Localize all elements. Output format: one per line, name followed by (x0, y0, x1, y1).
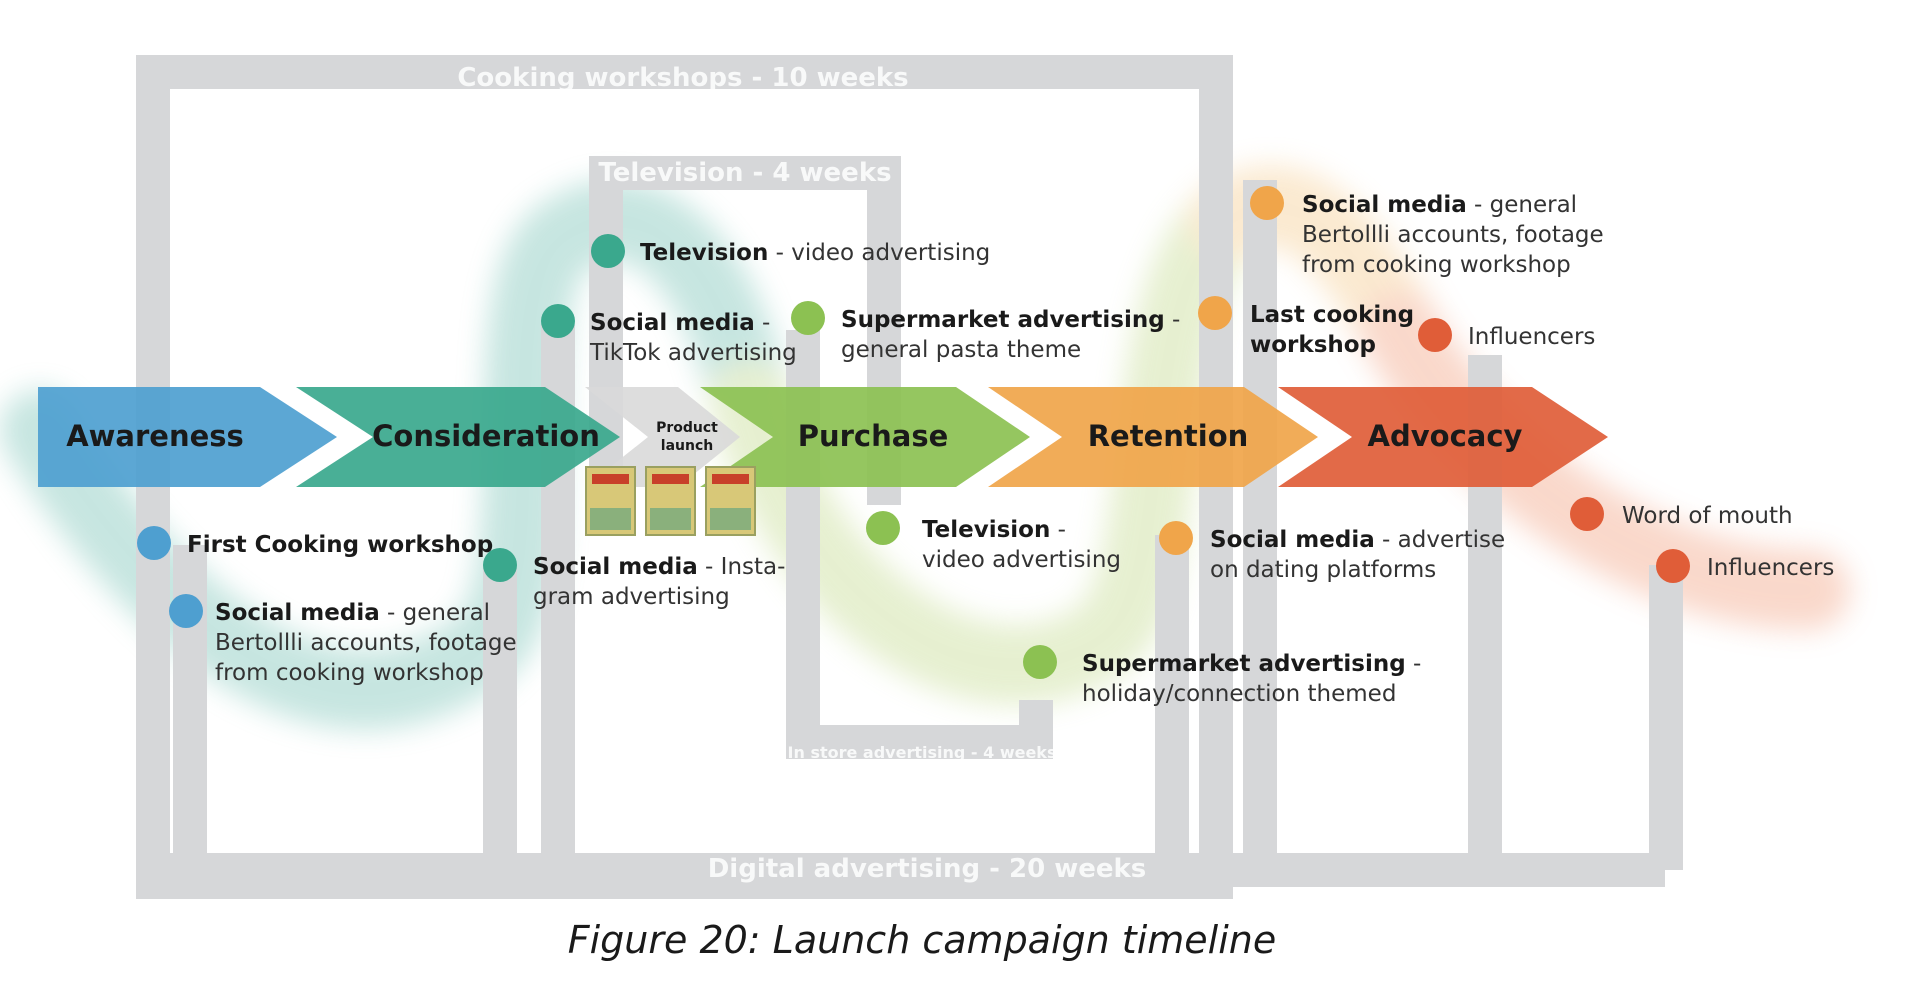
dot-social-general-1 (169, 594, 203, 628)
dot-word-of-mouth (1570, 497, 1604, 531)
ann-television-1: Television - video advertising (640, 240, 990, 266)
activity-dots (137, 186, 1690, 679)
ann-social-general-2-line2: Bertollli accounts, footage (1302, 222, 1604, 248)
dot-social-instagram (483, 548, 517, 582)
ann-social-general-1-line2: Bertollli accounts, footage (215, 630, 517, 656)
dot-first-workshop (137, 526, 171, 560)
stage-retention (988, 387, 1318, 487)
digital-label: Digital advertising - 20 weeks (708, 854, 1147, 884)
product-package-icon (645, 466, 696, 536)
product-package-icon (585, 466, 636, 536)
ann-television-2-line2: video advertising (922, 547, 1121, 573)
product-launch-chevron (585, 387, 740, 487)
ann-social-dating-line2: on dating platforms (1210, 557, 1436, 583)
ann-last-workshop-line2: workshop (1250, 332, 1376, 358)
stage-consideration (296, 387, 620, 487)
ann-last-workshop-line1: Last cooking (1250, 302, 1414, 328)
ann-social-instagram-line2: gram advertising (533, 584, 730, 610)
ann-influencers-2: Influencers (1707, 555, 1834, 581)
ann-social-instagram: Social media - Insta- (533, 554, 785, 580)
product-launch-line2: launch (661, 438, 713, 454)
ann-social-tiktok: Social media - (590, 310, 770, 336)
dot-last-workshop (1198, 296, 1232, 330)
stage-advocacy (1278, 387, 1608, 487)
ann-social-tiktok-line2: TikTok advertising (589, 340, 797, 366)
product-packages (585, 466, 756, 536)
ann-first-workshop: First Cooking workshop (187, 532, 493, 558)
dot-influencers-2 (1656, 549, 1690, 583)
ann-supermarket-holiday: Supermarket advertising - (1082, 651, 1421, 677)
ann-supermarket-holiday-line2: holiday/connection themed (1082, 681, 1396, 707)
stage-chevrons (38, 387, 1608, 487)
dot-supermarket-general (791, 301, 825, 335)
dot-social-tiktok (541, 304, 575, 338)
figure-caption: Figure 20: Launch campaign timeline (568, 918, 1277, 962)
ann-social-general-1: Social media - general (215, 600, 490, 626)
ann-television-2: Television - (922, 517, 1066, 543)
dot-television-1 (591, 234, 625, 268)
ann-supermarket-general: Supermarket advertising - (841, 307, 1180, 333)
ann-social-general-2-line3: from cooking workshop (1302, 252, 1571, 278)
ann-word-of-mouth: Word of mouth (1622, 503, 1793, 529)
ann-social-general-1-line3: from cooking workshop (215, 660, 484, 686)
stage-purchase (700, 387, 1030, 487)
stage-retention-label: Retention (1088, 419, 1249, 453)
product-package-icon (705, 466, 756, 536)
ann-social-dating: Social media - advertise (1210, 527, 1505, 553)
cooking-workshops-label: Cooking workshops - 10 weeks (457, 63, 908, 93)
dot-social-dating (1159, 521, 1193, 555)
dot-influencers-1 (1418, 318, 1452, 352)
dot-television-2 (866, 511, 900, 545)
television-label: Television - 4 weeks (598, 158, 891, 188)
in-store-label: In store advertising - 4 weeks (788, 743, 1057, 762)
product-launch-line1: Product (656, 420, 718, 436)
stage-purchase-label: Purchase (798, 419, 949, 453)
stage-consideration-label: Consideration (372, 419, 600, 453)
stage-awareness-label: Awareness (66, 419, 244, 453)
ann-supermarket-general-line2: general pasta theme (841, 337, 1081, 363)
dot-supermarket-holiday (1023, 645, 1057, 679)
annotations: First Cooking workshop Social media - ge… (187, 192, 1834, 707)
stage-advocacy-label: Advocacy (1368, 419, 1523, 453)
television-frame (589, 156, 901, 505)
ann-influencers-1: Influencers (1468, 324, 1595, 350)
ann-social-general-2: Social media - general (1302, 192, 1577, 218)
in-store-frame (786, 330, 1053, 759)
stage-awareness (38, 387, 337, 487)
dot-social-general-2 (1250, 186, 1284, 220)
